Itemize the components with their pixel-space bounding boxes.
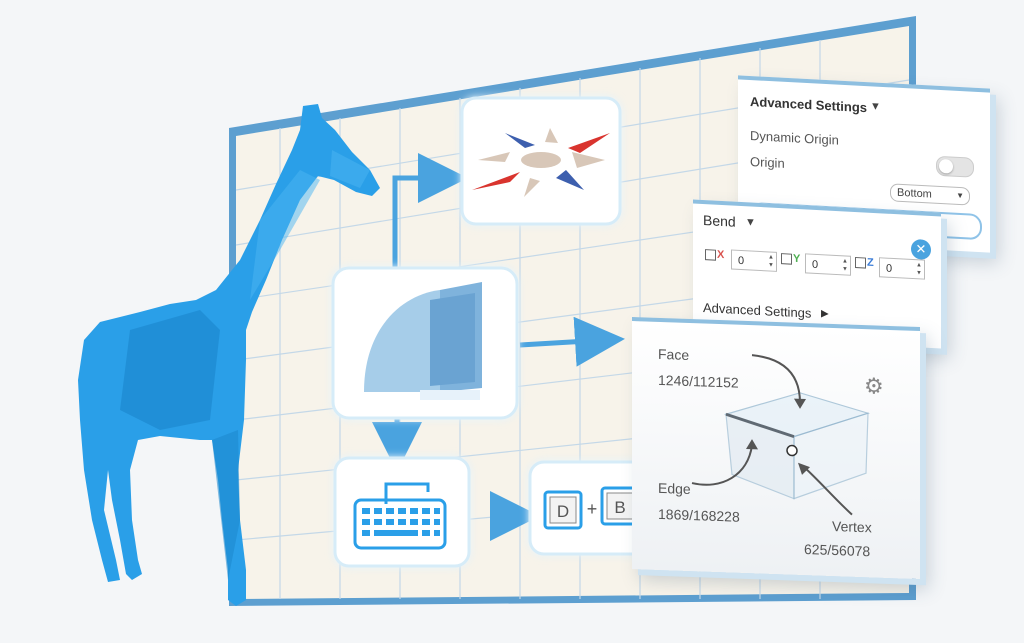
advanced-settings-expander[interactable]: Advanced Settings [703,300,812,321]
keyboard-card [333,456,471,568]
origin-select-value: Bottom [897,186,932,201]
origin-label: Origin [750,154,785,171]
dynamic-origin-label: Dynamic Origin [750,128,839,148]
spinner-icon[interactable]: ▲▼ [768,254,774,269]
axis-z-checkbox[interactable]: Z [855,256,874,269]
axis-z-label: Z [867,256,874,269]
selection-info-panel: Face 1246/112152 ⚙ Edge 1869/168228 Vert… [632,316,920,580]
selected-edge [725,412,795,439]
axis-x-label: X [717,248,725,262]
axis-y-checkbox[interactable]: Y [781,252,800,265]
collapse-triangle-icon[interactable]: ▼ [870,100,881,113]
spinner-icon[interactable]: ▲▼ [916,262,922,277]
axis-z-input[interactable]: 0 ▲▼ [879,257,925,280]
monitor-card [331,266,519,420]
axis-y-label: Y [793,252,801,266]
key-d-label: D [557,502,569,521]
flow-arrows [372,153,625,541]
keyboard-icon [353,482,447,550]
monitor-icon [364,282,482,400]
selected-vertex [786,444,798,457]
origin-select[interactable]: Bottom ▼ [890,183,970,206]
spinner-icon[interactable]: ▲▼ [842,258,848,273]
expand-triangle-icon[interactable]: ▶ [821,308,829,320]
axis-x-input[interactable]: 0 ▲▼ [731,249,777,272]
chevron-down-icon: ▼ [956,190,964,201]
close-icon[interactable]: ✕ [911,238,931,260]
giraffe-model [78,104,380,606]
collapse-triangle-icon[interactable]: ▼ [745,216,756,229]
axis-x-value: 0 [738,254,745,268]
shortcut-card: D + B [528,460,652,556]
axis-y-input[interactable]: 0 ▲▼ [805,253,851,276]
key-b-label: B [614,498,625,517]
advanced-settings-title: Advanced Settings [750,94,868,116]
transform-gizmo-card [460,96,622,226]
dynamic-origin-toggle[interactable] [936,155,974,178]
transform-gizmo-icon [472,128,610,197]
plus-sign: + [587,499,598,519]
selection-cube-diagram [691,354,871,516]
axis-x-checkbox[interactable]: X [705,248,724,261]
axis-z-value: 0 [886,262,893,275]
axis-y-value: 0 [812,258,819,272]
bend-title: Bend [703,212,736,230]
